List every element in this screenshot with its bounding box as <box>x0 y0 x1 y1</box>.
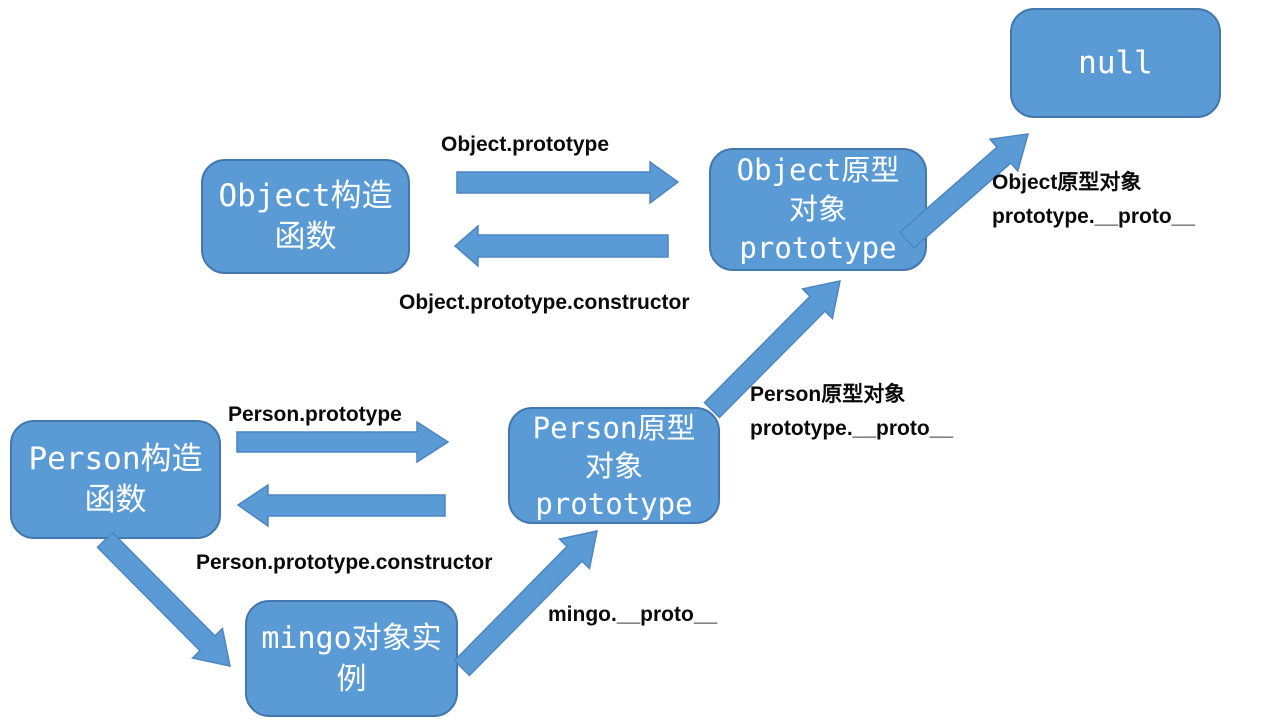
object-prototype-constructor-label: Object.prototype.constructor <box>399 291 690 314</box>
object-constructor-box: Object构造 函数 <box>201 159 410 274</box>
mingo-proto-label: mingo.__proto__ <box>548 603 718 626</box>
null-box: null <box>1010 8 1221 118</box>
person-prototype-box: Person原型 对象 prototype <box>508 407 720 524</box>
person-prototype-constructor-arrow <box>236 483 446 528</box>
object-proto-chain-label: Object原型对象 prototype.__proto__ <box>992 171 1196 228</box>
person-proto-chain-label: Person原型对象 prototype.__proto__ <box>750 383 954 440</box>
object-prototype-label: Object.prototype <box>441 133 610 156</box>
person-prototype-constructor-label: Person.prototype.constructor <box>196 551 493 574</box>
object-prototype-box: Object原型 对象 prototype <box>709 148 927 271</box>
person-constructor-box: Person构造 函数 <box>10 420 221 539</box>
mingo-instance-box: mingo对象实 例 <box>245 600 458 717</box>
person-prototype-label: Person.prototype <box>228 403 402 426</box>
object-prototype-arrow <box>456 160 680 205</box>
object-prototype-constructor-arrow <box>453 224 669 268</box>
